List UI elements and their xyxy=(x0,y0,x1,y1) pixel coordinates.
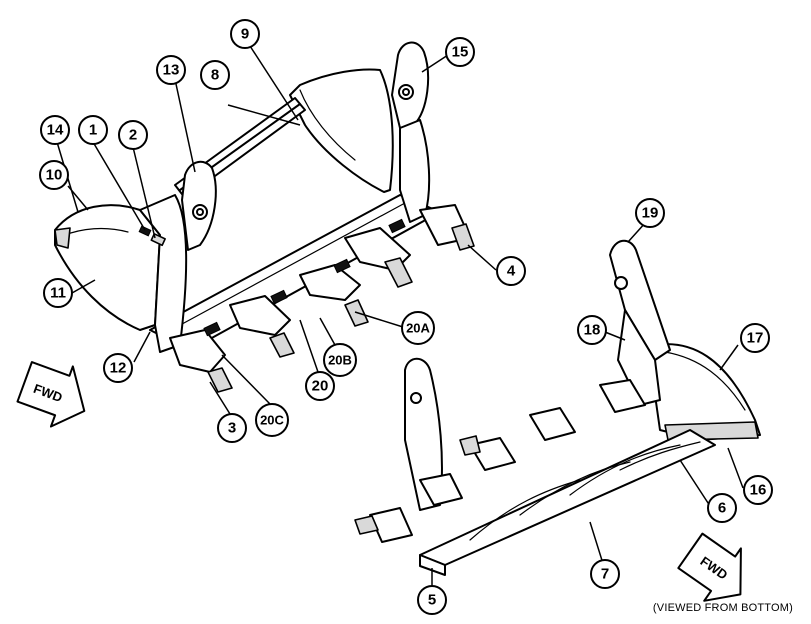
bucket-left-side-plate xyxy=(54,204,161,331)
bolt-plate-1 xyxy=(138,225,152,237)
callout-12: 12 xyxy=(103,353,133,383)
callout-4: 4 xyxy=(496,256,526,286)
view-caption: (VIEWED FROM BOTTOM) xyxy=(652,602,793,614)
svg-text:3: 3 xyxy=(228,420,236,437)
svg-text:18: 18 xyxy=(584,322,601,339)
left-side-rib xyxy=(139,194,188,353)
bucket-right-side-plate-shade xyxy=(299,89,356,161)
callout-19: 19 xyxy=(635,198,665,228)
svg-text:1: 1 xyxy=(89,122,97,139)
svg-text:8: 8 xyxy=(211,67,219,84)
callout-9: 9 xyxy=(230,19,260,49)
svg-text:2: 2 xyxy=(129,127,137,144)
svg-text:19: 19 xyxy=(642,205,659,222)
svg-text:10: 10 xyxy=(46,167,63,184)
svg-text:17: 17 xyxy=(747,330,764,347)
upper-bucket-assembly xyxy=(54,41,475,393)
svg-text:9: 9 xyxy=(241,26,249,43)
right-side-rib xyxy=(399,119,431,223)
callout-16: 16 xyxy=(743,475,773,505)
wear-strips xyxy=(469,441,701,541)
lower-right-hinge-bracket xyxy=(609,239,671,361)
svg-text:20B: 20B xyxy=(328,353,352,368)
callout-3: 3 xyxy=(217,413,247,443)
leader-lines xyxy=(56,45,744,595)
callout-6: 6 xyxy=(707,493,737,523)
svg-text:20: 20 xyxy=(312,378,329,395)
callout-20c: 20C xyxy=(255,403,289,437)
svg-text:20A: 20A xyxy=(406,321,430,336)
lower-tooth-row xyxy=(354,379,646,543)
svg-text:20C: 20C xyxy=(260,413,284,428)
callout-5: 5 xyxy=(417,585,447,615)
svg-text:7: 7 xyxy=(601,566,609,583)
callout-20a: 20A xyxy=(401,311,435,345)
lower-cutting-edge xyxy=(419,554,446,576)
callout-1: 1 xyxy=(78,115,108,145)
lower-bucket-assembly xyxy=(354,239,761,576)
svg-text:5: 5 xyxy=(428,592,436,609)
upper-tooth-row xyxy=(169,204,475,393)
callout-20b: 20B xyxy=(323,343,357,377)
svg-text:13: 13 xyxy=(163,62,180,79)
svg-text:4: 4 xyxy=(507,263,516,280)
callout-2: 2 xyxy=(118,120,148,150)
callout-13: 13 xyxy=(156,55,186,85)
callout-7: 7 xyxy=(590,559,620,589)
fwd-arrow-right: FWD xyxy=(677,532,742,602)
svg-text:12: 12 xyxy=(110,360,127,377)
svg-text:6: 6 xyxy=(718,500,726,517)
svg-text:16: 16 xyxy=(750,482,767,499)
svg-text:11: 11 xyxy=(50,285,66,302)
callout-18: 18 xyxy=(577,315,607,345)
callout-20: 20 xyxy=(305,371,335,401)
callout-11: 11 xyxy=(43,278,73,308)
bucket-right-side-plate xyxy=(289,68,394,193)
svg-text:14: 14 xyxy=(47,122,64,139)
callout-17: 17 xyxy=(740,323,770,353)
callout-15: 15 xyxy=(445,37,475,67)
callout-8: 8 xyxy=(200,60,230,90)
svg-text:15: 15 xyxy=(452,44,469,61)
callout-10: 10 xyxy=(39,160,69,190)
callout-14: 14 xyxy=(40,115,70,145)
fwd-arrow-left: FWD xyxy=(16,361,86,428)
